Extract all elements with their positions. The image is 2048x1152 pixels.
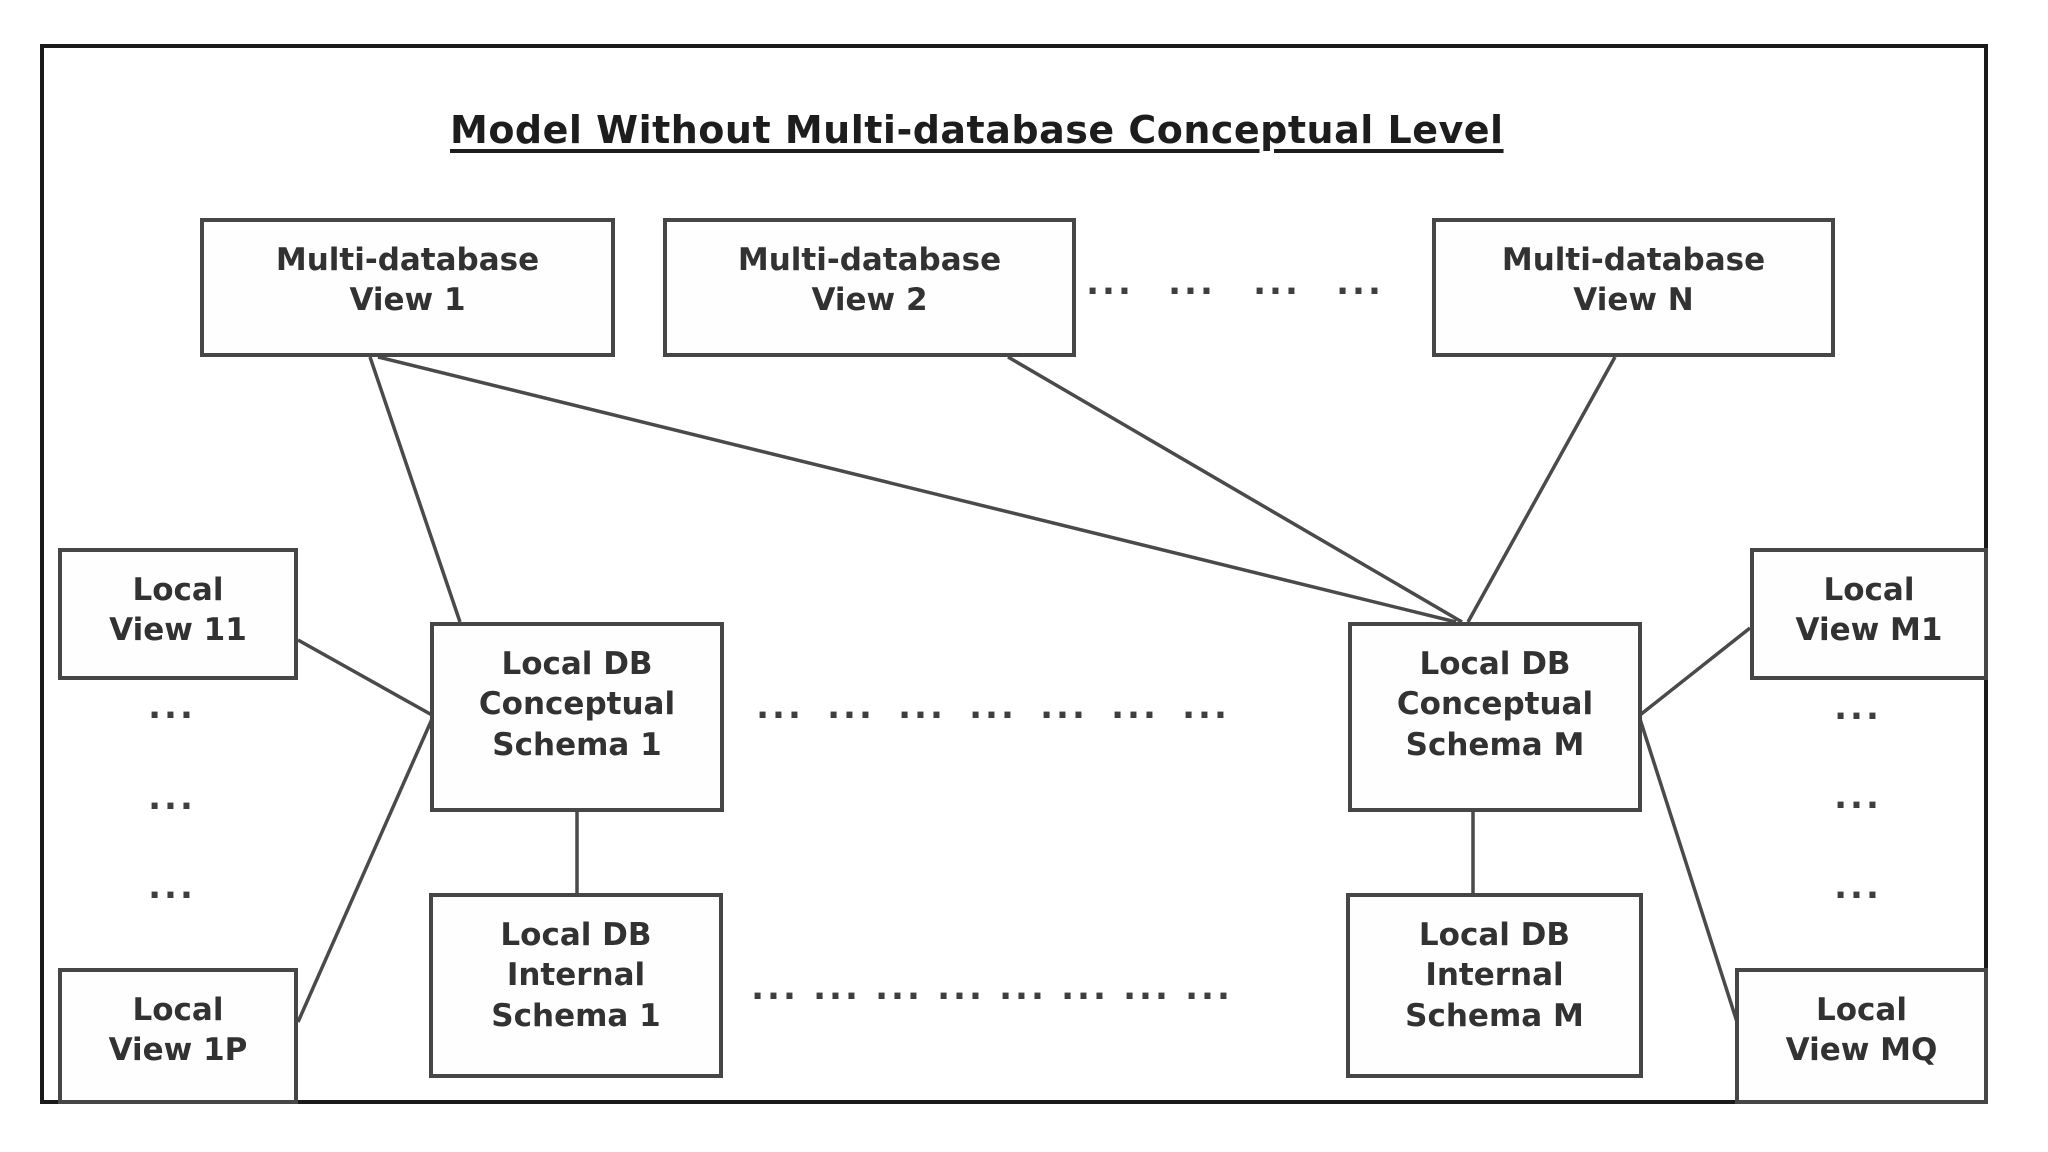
edge-multi-database-view-n--local-db-conceptual-schema-m [1466,356,1617,623]
edge-local-db-conceptual-schema-m--local-view-mq [1638,718,1739,1023]
ellipsis-dots: ... [969,686,1017,727]
ellipsis-dots: ... [148,686,196,727]
ellipsis-dots: ... [875,967,923,1008]
node-local-db-conceptual-schema-m: Local DB Conceptual Schema M [1348,622,1642,812]
ellipsis-dots: ... [1061,967,1109,1008]
node-multi-database-view-1: Multi-database View 1 [200,218,615,357]
ellipsis-dots: ... [827,686,875,727]
node-multi-database-view-n: Multi-database View N [1432,218,1835,357]
ellipsis-dots: ... [1040,686,1088,727]
node-local-view-1p: Local View 1P [58,968,298,1104]
ellipsis-dots: ... [751,967,799,1008]
diagram-title: Model Without Multi-database Conceptual … [450,108,1504,152]
ellipsis-dots: ... [1834,776,1882,817]
ellipsis-dots: ... [1253,262,1301,303]
ellipsis-dots: ... [1111,686,1159,727]
edge-multi-database-view-1--local-db-conceptual-schema-m [377,355,1457,624]
ellipsis-dots: ... [148,777,196,818]
node-local-view-11: Local View 11 [58,548,298,680]
edge-multi-database-view-1--local-db-conceptual-schema-1 [368,356,462,623]
node-local-db-internal-schema-m: Local DB Internal Schema M [1346,893,1643,1078]
node-local-view-m1: Local View M1 [1750,548,1988,680]
ellipsis-dots: ... [1168,262,1216,303]
ellipsis-dots: ... [1086,262,1134,303]
edge-local-view-1p--local-db-conceptual-schema-1 [296,718,434,1023]
ellipsis-dots: ... [813,967,861,1008]
ellipsis-dots: ... [999,967,1047,1008]
ellipsis-dots: ... [1834,687,1882,728]
ellipsis-dots: ... [1336,262,1384,303]
ellipsis-dots: ... [1834,866,1882,907]
ellipsis-dots: ... [937,967,985,1008]
node-local-db-internal-schema-1: Local DB Internal Schema 1 [429,893,723,1078]
ellipsis-dots: ... [1182,686,1230,727]
node-multi-database-view-2: Multi-database View 2 [663,218,1076,357]
ellipsis-dots: ... [1185,967,1233,1008]
ellipsis-dots: ... [148,866,196,907]
node-local-view-mq: Local View MQ [1735,968,1988,1104]
ellipsis-dots: ... [1123,967,1171,1008]
edge-local-db-conceptual-schema-m--local-view-m1 [1638,626,1752,717]
ellipsis-dots: ... [898,686,946,727]
edge-multi-database-view-2--local-db-conceptual-schema-m [1007,355,1463,624]
node-local-db-conceptual-schema-1: Local DB Conceptual Schema 1 [430,622,724,812]
edge-local-view-11--local-db-conceptual-schema-1 [297,638,433,717]
ellipsis-dots: ... [756,686,804,727]
